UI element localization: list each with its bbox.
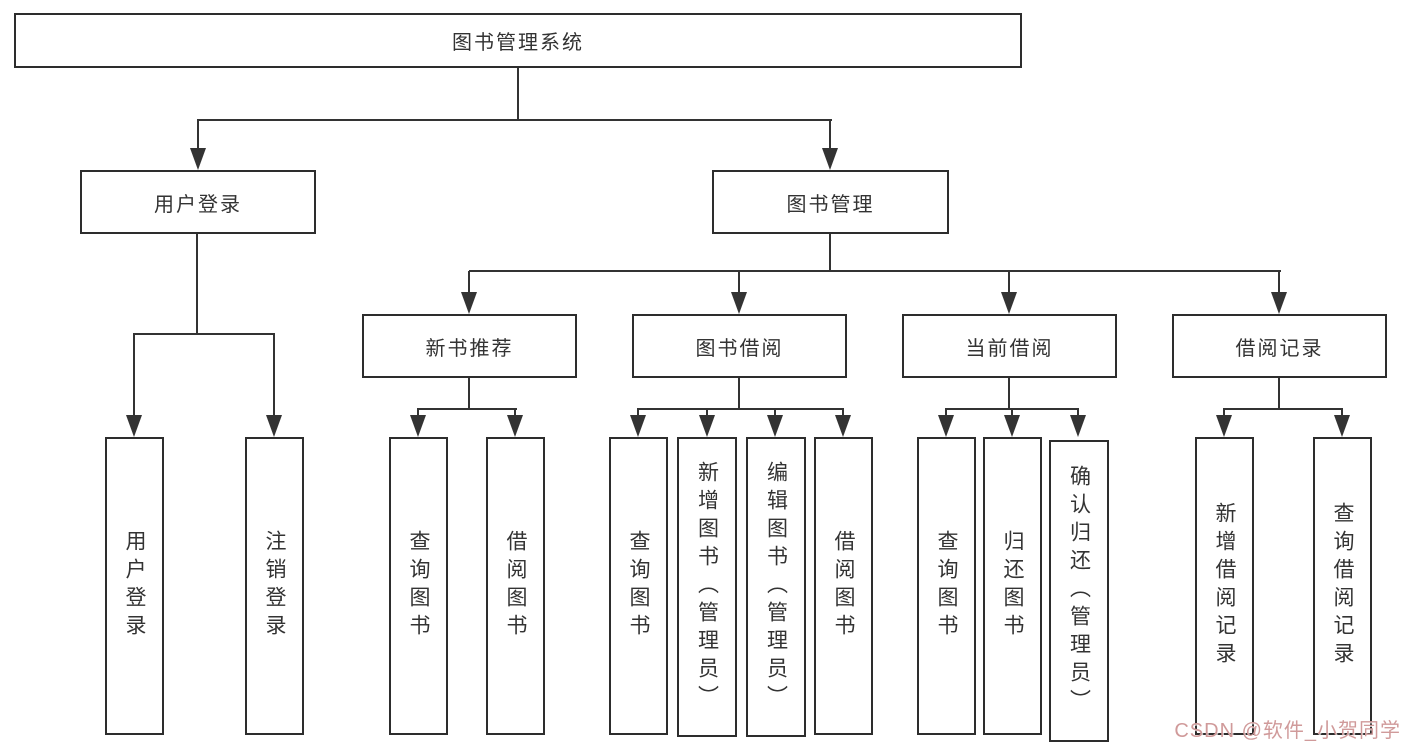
node-label: 图书管理系统	[452, 32, 584, 54]
connector-book-borrowing-stem	[738, 378, 740, 410]
leaf-user-login: 用户登录	[105, 437, 164, 735]
node-user-login: 用户登录	[80, 170, 316, 234]
connector-user-login-split	[133, 333, 275, 335]
arrow-down-icon	[767, 409, 783, 437]
leaf-label: 确认归还（管理员）	[1067, 465, 1091, 717]
connector-book-management-stem	[829, 234, 831, 272]
leaf-label: 查询图书	[407, 530, 430, 642]
node-label: 图书借阅	[695, 337, 784, 360]
arrow-down-icon	[507, 409, 523, 437]
leaf-borrow-books-recommend: 借阅图书	[486, 437, 545, 735]
arrow-down-icon	[1001, 271, 1017, 314]
leaf-logout: 注销登录	[245, 437, 304, 735]
leaf-label: 查询图书	[935, 530, 958, 642]
arrow-down-icon	[1004, 409, 1020, 437]
arrow-down-icon	[410, 409, 426, 437]
node-new-book-recommendation: 新书推荐	[362, 314, 577, 378]
connector-current-borrowing-stem	[1008, 378, 1010, 410]
node-book-management: 图书管理	[712, 170, 949, 234]
node-current-borrowing: 当前借阅	[902, 314, 1117, 378]
arrow-down-icon	[126, 334, 142, 437]
arrow-down-icon	[630, 409, 646, 437]
node-label: 新书推荐	[425, 337, 514, 360]
leaf-borrow-books-borrowing: 借阅图书	[814, 437, 873, 735]
arrow-down-icon	[731, 271, 747, 314]
leaf-label: 借阅图书	[504, 530, 527, 642]
connector-new-books-stem	[468, 378, 470, 410]
leaf-label: 注销登录	[263, 530, 286, 642]
connector-new-books-split	[417, 408, 517, 410]
leaf-label: 用户登录	[123, 530, 146, 642]
leaf-add-books-admin: 新增图书（管理员）	[677, 437, 737, 737]
leaf-label: 借阅图书	[832, 530, 855, 642]
connector-borrowing-records-split	[1223, 408, 1343, 410]
leaf-query-borrowing-record: 查询借阅记录	[1313, 437, 1372, 735]
leaf-label: 查询借阅记录	[1331, 502, 1354, 670]
arrow-down-icon	[699, 409, 715, 437]
csdn-watermark: CSDN @软件_小贺同学	[1174, 720, 1401, 742]
node-label: 用户登录	[154, 193, 242, 216]
leaf-label: 新增图书（管理员）	[695, 461, 719, 713]
arrow-down-icon	[266, 334, 282, 437]
connector-root-split	[197, 119, 832, 121]
leaf-label: 编辑图书（管理员）	[764, 461, 788, 713]
arrow-down-icon	[938, 409, 954, 437]
leaf-query-books-borrowing: 查询图书	[609, 437, 668, 735]
node-book-management-system: 图书管理系统	[14, 13, 1022, 68]
arrow-down-icon	[461, 271, 477, 314]
node-book-borrowing: 图书借阅	[632, 314, 847, 378]
node-label: 借阅记录	[1235, 337, 1324, 360]
arrow-down-icon	[1216, 409, 1232, 437]
leaf-add-borrowing-record: 新增借阅记录	[1195, 437, 1254, 735]
arrow-down-icon	[1271, 271, 1287, 314]
leaf-label: 新增借阅记录	[1213, 502, 1236, 670]
arrow-down-icon	[1334, 409, 1350, 437]
arrow-down-icon	[1070, 409, 1086, 437]
leaf-label: 查询图书	[627, 530, 650, 642]
node-label: 图书管理	[786, 193, 875, 216]
connector-borrowing-records-stem	[1278, 378, 1280, 410]
arrow-down-icon	[190, 120, 206, 170]
leaf-query-books-recommend: 查询图书	[389, 437, 448, 735]
node-label: 当前借阅	[965, 337, 1054, 360]
node-borrowing-records: 借阅记录	[1172, 314, 1387, 378]
connector-root-stem	[517, 68, 519, 121]
leaf-edit-books-admin: 编辑图书（管理员）	[746, 437, 806, 737]
leaf-return-books: 归还图书	[983, 437, 1042, 735]
connector-book-borrowing-split	[637, 408, 844, 410]
leaf-confirm-return-admin: 确认归还（管理员）	[1049, 440, 1109, 742]
arrow-down-icon	[822, 120, 838, 170]
arrow-down-icon	[835, 409, 851, 437]
connector-book-management-split	[469, 270, 1281, 272]
leaf-label: 归还图书	[1001, 530, 1024, 642]
connector-user-login-stem	[196, 234, 198, 335]
leaf-query-books-current: 查询图书	[917, 437, 976, 735]
